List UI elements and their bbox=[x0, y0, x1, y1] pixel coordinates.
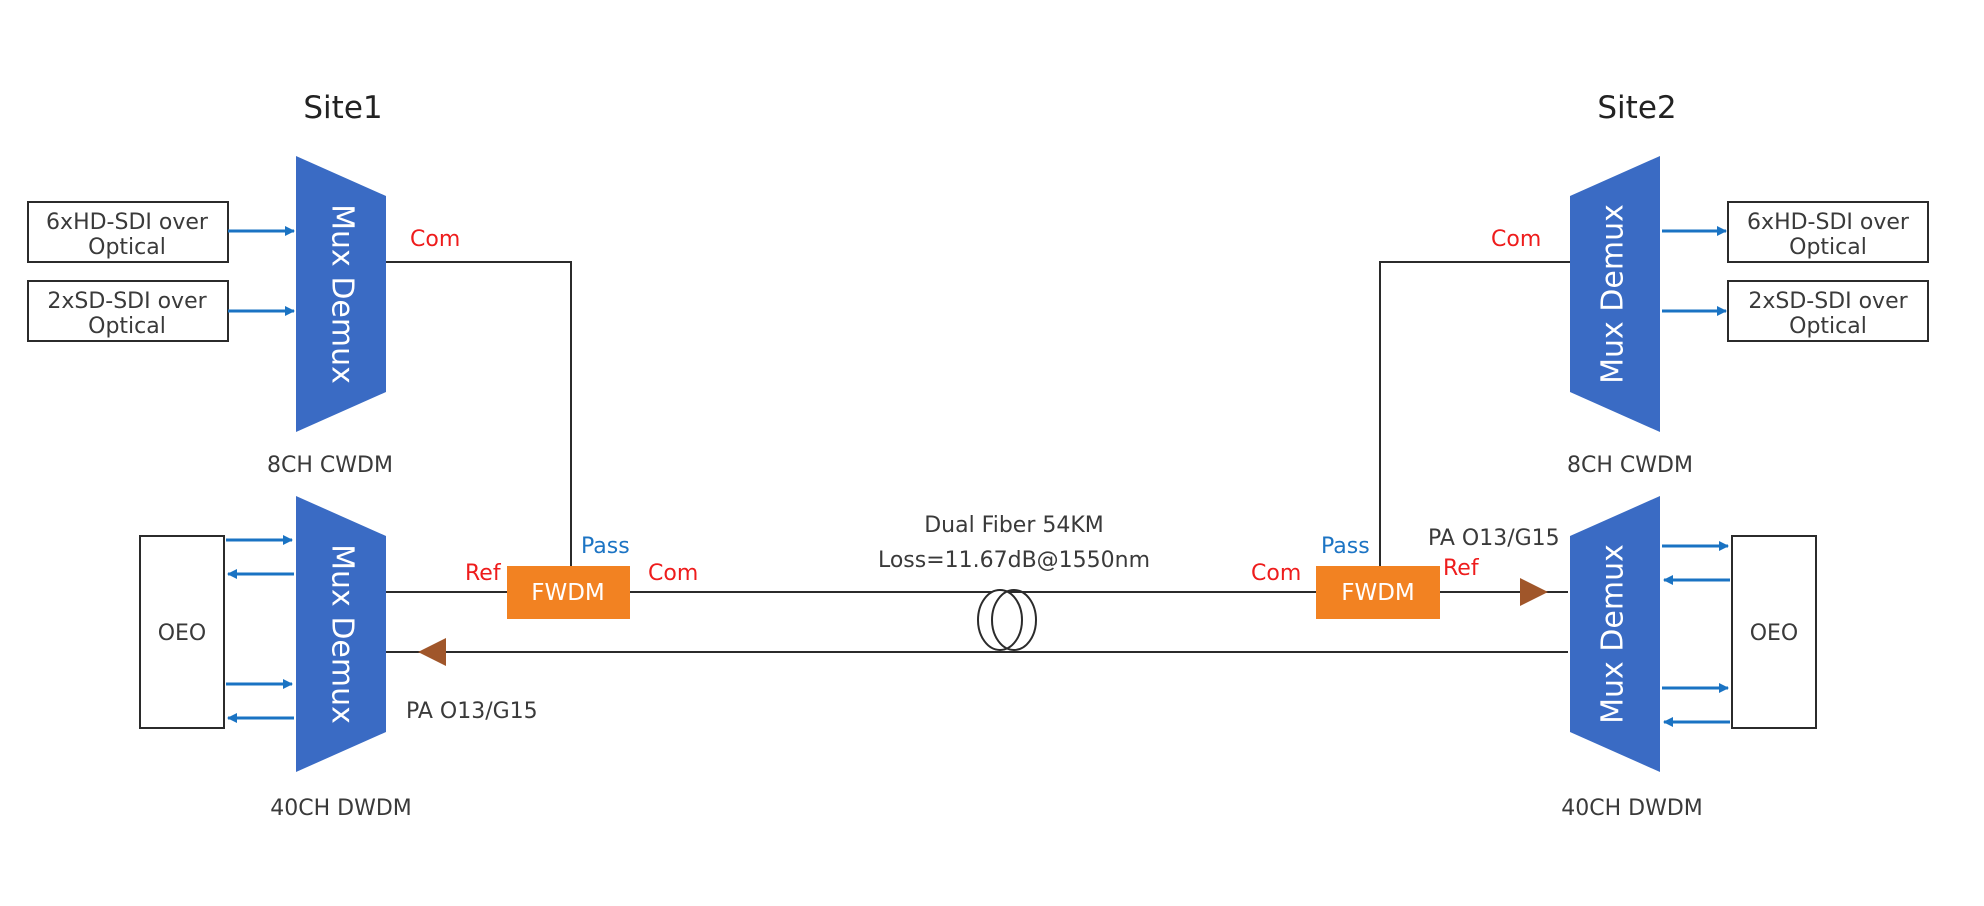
cwdm-com-label-left: Com bbox=[410, 227, 460, 252]
oeo-box-left bbox=[139, 535, 225, 729]
dwdm-label-right: 40CH DWDM bbox=[1561, 796, 1703, 821]
cwdm-to-fwdm-line-left bbox=[386, 261, 572, 566]
cwdm-mux-left-label: Mux Demux bbox=[325, 204, 360, 384]
site1-title: Site1 bbox=[303, 90, 382, 126]
dwdm-mux-left-label: Mux Demux bbox=[325, 544, 360, 724]
fwdm-pass-label-right: Pass bbox=[1321, 534, 1370, 559]
preamplifier-label-left: PA O13/G15 bbox=[406, 699, 538, 724]
site2-title: Site2 bbox=[1597, 90, 1676, 126]
dwdm-label-left: 40CH DWDM bbox=[270, 796, 412, 821]
sd-sdi-output-box-right: 2xSD-SDI over Optical bbox=[1727, 280, 1929, 342]
cwdm-com-label-right: Com bbox=[1491, 227, 1541, 252]
hd-sdi-label-line1-right: 6xHD-SDI over bbox=[1747, 210, 1910, 235]
preamplifier-triangle-right bbox=[1520, 578, 1548, 606]
fwdm-com-label-left: Com bbox=[648, 561, 698, 586]
sd-sdi-label-line2-right: Optical bbox=[1789, 314, 1867, 339]
fiber-loss-label: Loss=11.67dB@1550nm bbox=[878, 548, 1150, 573]
cwdm-mux-right-label: Mux Demux bbox=[1596, 204, 1631, 384]
hd-sdi-label-line1: 6xHD-SDI over bbox=[46, 210, 209, 235]
oeo-label-right: OEO bbox=[1750, 621, 1799, 646]
fiber-spool-icon bbox=[977, 589, 1037, 651]
hd-sdi-label-line2-right: Optical bbox=[1789, 235, 1867, 260]
fwdm-label-left: FWDM bbox=[531, 580, 605, 606]
fwdm-pass-label-left: Pass bbox=[581, 534, 630, 559]
dwdm-mux-right bbox=[1570, 496, 1660, 772]
cwdm-mux-left bbox=[296, 156, 386, 432]
fiber-length-label: Dual Fiber 54KM bbox=[924, 513, 1104, 538]
fwdm-ref-label-right: Ref bbox=[1443, 556, 1480, 581]
cwdm-label-left: 8CH CWDM bbox=[267, 453, 393, 478]
sd-sdi-label-line1-right: 2xSD-SDI over bbox=[1748, 289, 1908, 314]
sd-sdi-label-line2: Optical bbox=[88, 314, 166, 339]
cwdm-mux-right bbox=[1570, 156, 1660, 432]
fwdm-box-right bbox=[1316, 566, 1440, 619]
cwdm-to-fwdm-line-right bbox=[1379, 261, 1570, 566]
sd-sdi-label-line1: 2xSD-SDI over bbox=[47, 289, 207, 314]
hd-sdi-label-line2: Optical bbox=[88, 235, 166, 260]
oeo-label-left: OEO bbox=[158, 621, 207, 646]
dwdm-mux-left bbox=[296, 496, 386, 772]
fwdm-label-right: FWDM bbox=[1341, 580, 1415, 606]
fwdm-box-left bbox=[507, 566, 630, 619]
preamplifier-triangle-left bbox=[418, 638, 446, 666]
fwdm-ref-label-left: Ref bbox=[465, 561, 502, 586]
oeo-box-right bbox=[1731, 535, 1817, 729]
hd-sdi-input-box-left: 6xHD-SDI over Optical bbox=[27, 201, 229, 263]
hd-sdi-output-box-right: 6xHD-SDI over Optical bbox=[1727, 201, 1929, 263]
dwdm-mux-right-label: Mux Demux bbox=[1596, 544, 1631, 724]
sd-sdi-input-box-left: 2xSD-SDI over Optical bbox=[27, 280, 229, 342]
fwdm-com-label-right: Com bbox=[1251, 561, 1301, 586]
cwdm-label-right: 8CH CWDM bbox=[1567, 453, 1693, 478]
preamplifier-label-right: PA O13/G15 bbox=[1428, 526, 1560, 551]
